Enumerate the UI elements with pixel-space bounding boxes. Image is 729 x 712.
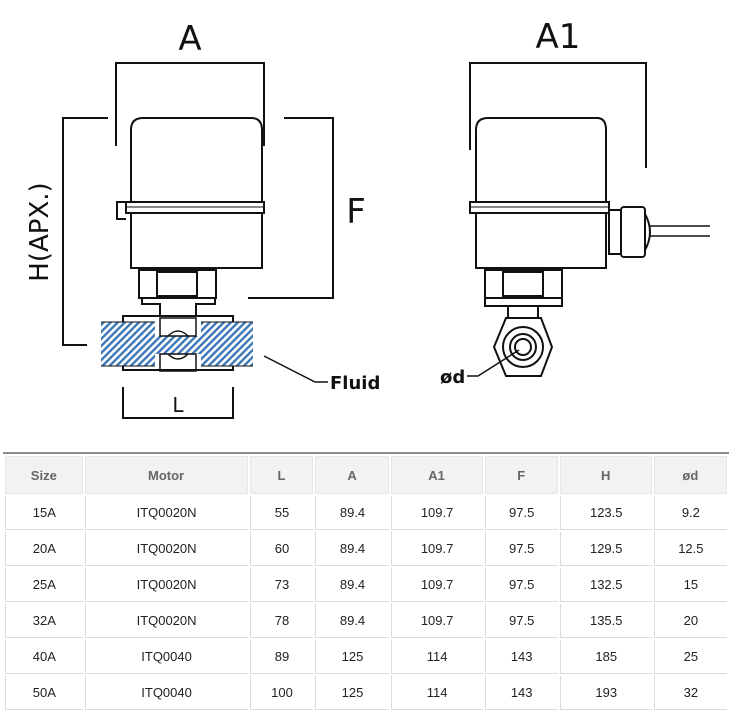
callout-fluid: Fluid	[330, 373, 380, 394]
valve-dimension-drawing: A H(APX.) F L Fluid	[25, 17, 710, 419]
cell-a: 89.4	[315, 532, 389, 566]
cell-motor: ITQ0040	[84, 676, 248, 710]
cell-h: 185	[559, 640, 652, 674]
cell-l: 73	[249, 568, 314, 602]
cell-h: 132.5	[559, 568, 652, 602]
col-header-h: H	[559, 456, 652, 494]
cell-size: 15A	[5, 496, 83, 530]
actuator-body-side	[469, 117, 610, 319]
dimension-l	[122, 387, 234, 419]
front-view	[62, 62, 334, 419]
cell-a1: 109.7	[390, 568, 483, 602]
cell-a: 89.4	[315, 496, 389, 530]
cell-size: 25A	[5, 568, 83, 602]
cell-a1: 114	[390, 640, 483, 674]
cell-od: 25	[653, 640, 727, 674]
valve-port-hex	[492, 317, 554, 377]
cell-h: 193	[559, 676, 652, 710]
fluid-leader-line	[263, 355, 328, 383]
col-header-f: F	[484, 456, 558, 494]
cell-h: 123.5	[559, 496, 652, 530]
pipe-section	[101, 315, 253, 372]
cell-size: 40A	[5, 640, 83, 674]
actuator-body	[116, 117, 265, 317]
dimension-f	[248, 117, 334, 299]
dim-label-a: A	[178, 19, 201, 59]
col-header-l: L	[249, 456, 314, 494]
col-header-a: A	[315, 456, 389, 494]
cell-size: 20A	[5, 532, 83, 566]
cell-f: 143	[484, 676, 558, 710]
cell-a: 125	[315, 676, 389, 710]
table-header-row: Size Motor L A A1 F H ød	[5, 456, 727, 494]
cell-a: 89.4	[315, 604, 389, 638]
cell-a1: 109.7	[390, 496, 483, 530]
cell-a1: 109.7	[390, 532, 483, 566]
cell-od: 12.5	[653, 532, 727, 566]
cell-od: 15	[653, 568, 727, 602]
dim-label-f: F	[346, 192, 366, 232]
cell-h: 129.5	[559, 532, 652, 566]
cell-l: 55	[249, 496, 314, 530]
cell-motor: ITQ0020N	[84, 604, 248, 638]
cell-l: 60	[249, 532, 314, 566]
cell-od: 32	[653, 676, 727, 710]
cell-od: 9.2	[653, 496, 727, 530]
cable-gland	[608, 206, 710, 258]
col-header-motor: Motor	[84, 456, 248, 494]
cell-f: 97.5	[484, 496, 558, 530]
cell-l: 78	[249, 604, 314, 638]
cell-size: 50A	[5, 676, 83, 710]
dimension-a1	[469, 62, 647, 168]
cell-a: 125	[315, 640, 389, 674]
dimension-h	[62, 117, 108, 346]
cell-motor: ITQ0020N	[84, 568, 248, 602]
od-leader-line	[467, 349, 520, 377]
cell-l: 100	[249, 676, 314, 710]
cell-f: 97.5	[484, 568, 558, 602]
cell-a: 89.4	[315, 568, 389, 602]
cell-motor: ITQ0020N	[84, 532, 248, 566]
side-view	[467, 62, 710, 377]
cell-od: 20	[653, 604, 727, 638]
cell-a1: 114	[390, 676, 483, 710]
dim-label-l: L	[172, 393, 184, 417]
callout-od: ød	[440, 367, 465, 388]
col-header-a1: A1	[390, 456, 483, 494]
cell-f: 97.5	[484, 532, 558, 566]
col-header-od: ød	[653, 456, 727, 494]
cell-l: 89	[249, 640, 314, 674]
cell-a1: 109.7	[390, 604, 483, 638]
cell-f: 143	[484, 640, 558, 674]
cell-motor: ITQ0020N	[84, 496, 248, 530]
dim-label-a1: A1	[536, 17, 581, 57]
cell-h: 135.5	[559, 604, 652, 638]
cell-size: 32A	[5, 604, 83, 638]
dimension-a	[115, 62, 265, 146]
cell-motor: ITQ0040	[84, 640, 248, 674]
cell-f: 97.5	[484, 604, 558, 638]
dim-label-h: H(APX.)	[25, 182, 55, 281]
col-header-size: Size	[5, 456, 83, 494]
